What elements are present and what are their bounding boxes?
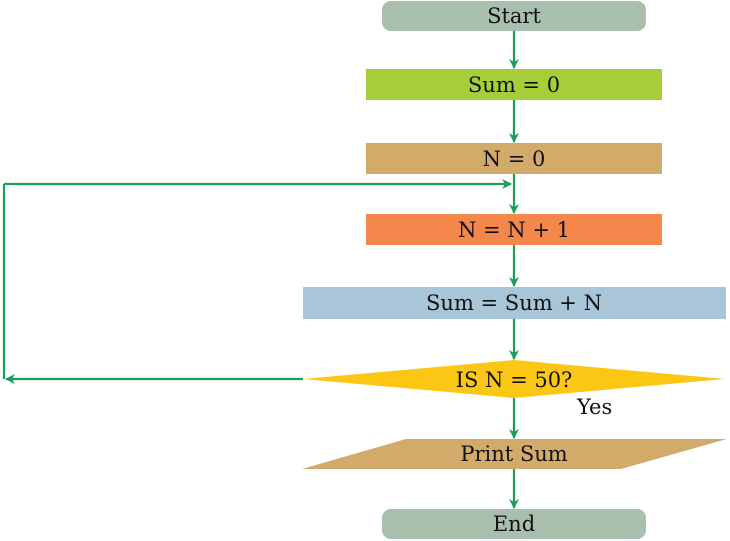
n-increment-label: N = N + 1 xyxy=(458,218,570,242)
sum-add-label: Sum = Sum + N xyxy=(426,291,602,315)
decision-node: IS N = 50? xyxy=(303,360,725,398)
n-increment-shape xyxy=(366,214,662,245)
n-increment-node: N = N + 1 xyxy=(366,214,662,245)
decision-label: IS N = 50? xyxy=(456,368,573,392)
sum-add-node: Sum = Sum + N xyxy=(303,287,726,319)
start-label: Start xyxy=(487,4,541,28)
decision-shape xyxy=(303,360,725,398)
sum-init-label: Sum = 0 xyxy=(468,73,560,97)
end-label: End xyxy=(493,512,535,536)
yes-edge-label: Yes xyxy=(576,395,612,419)
sum-add-shape xyxy=(303,287,726,319)
start-shape xyxy=(382,1,646,31)
sum-init-node: Sum = 0 xyxy=(366,69,662,100)
print-sum-node: Print Sum xyxy=(302,439,727,469)
n-init-shape xyxy=(366,143,662,174)
start-node: Start xyxy=(382,1,646,31)
n-init-label: N = 0 xyxy=(483,147,546,171)
n-init-node: N = 0 xyxy=(366,143,662,174)
sum-init-shape xyxy=(366,69,662,100)
end-shape xyxy=(382,509,646,539)
print-sum-shape xyxy=(302,439,727,469)
end-node: End xyxy=(382,509,646,539)
print-sum-label: Print Sum xyxy=(460,442,567,466)
